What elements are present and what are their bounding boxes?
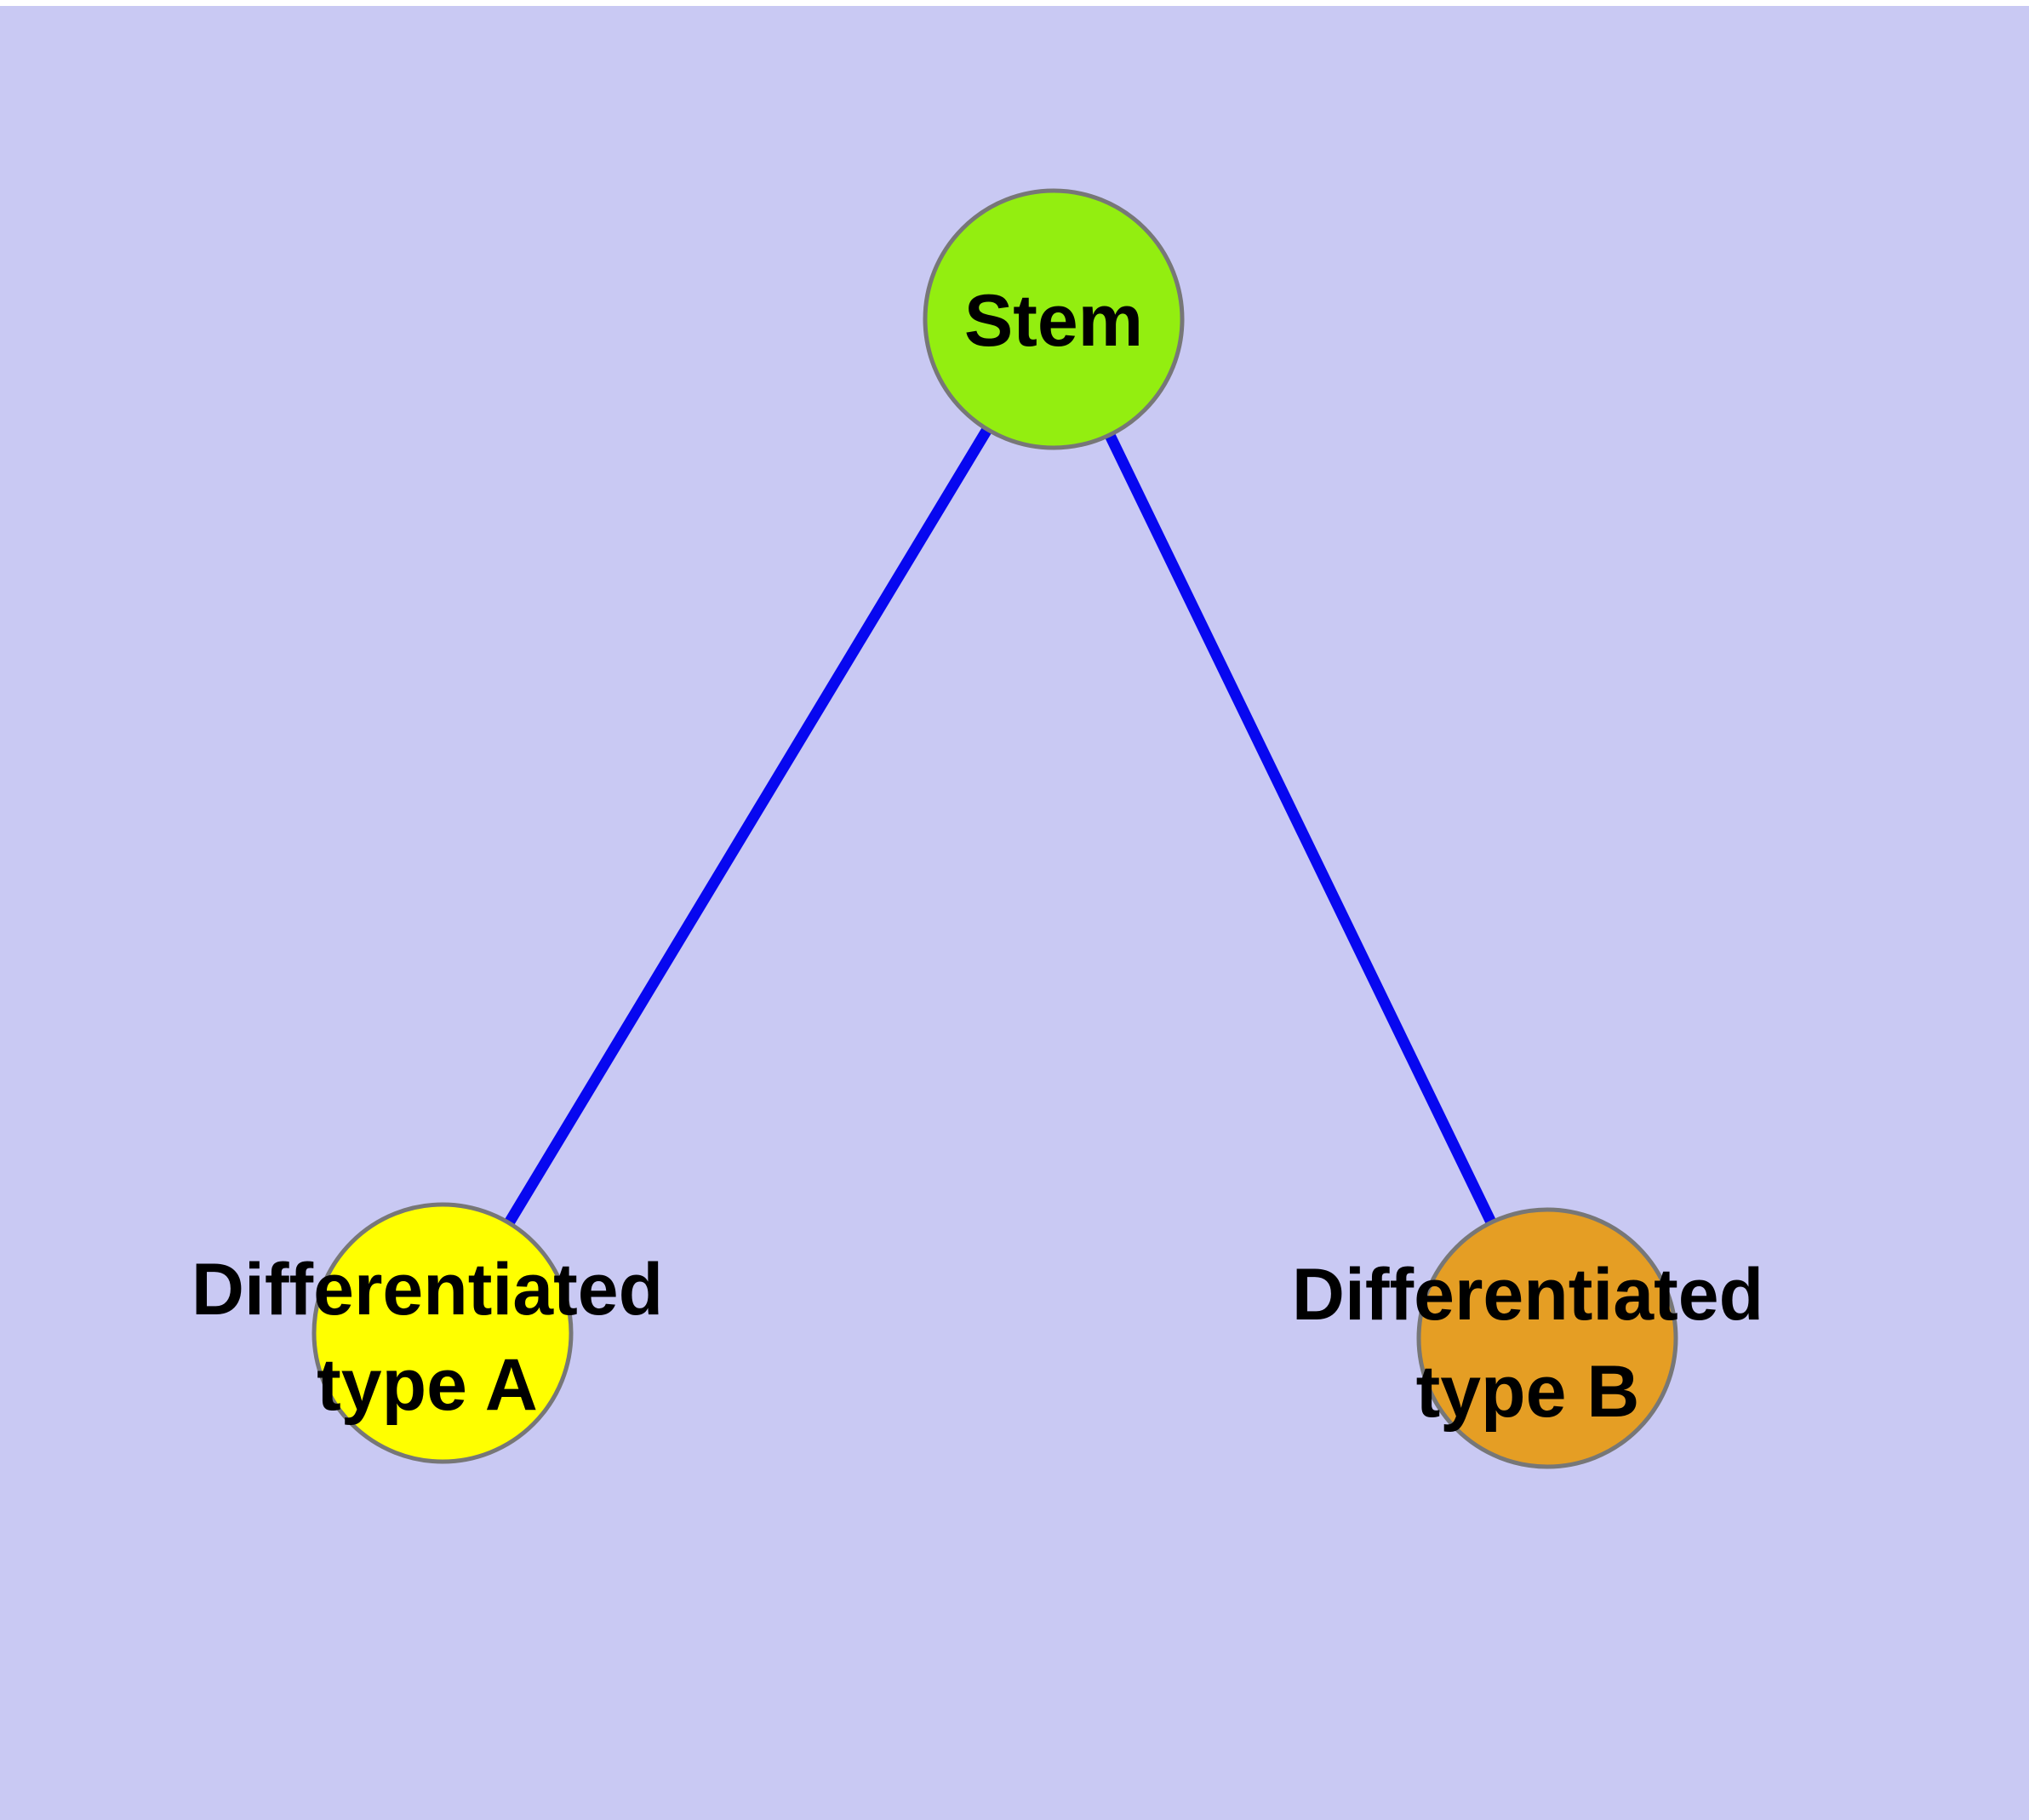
stem-node [923,188,1185,450]
edge-stem-to-type-a [437,316,1059,1336]
edge-stem-to-type-b [1049,317,1552,1341]
type-b-label-line1: Differentiated [1292,1254,1763,1336]
stem-node-label: Stem [964,280,1143,362]
differentiated-type-a-node [311,1202,574,1464]
type-a-label-line1: Differentiated [191,1249,663,1331]
type-b-label-line2: type B [1416,1351,1640,1433]
differentiated-type-b-node [1416,1207,1678,1469]
type-a-label-line2: type A [317,1344,538,1426]
